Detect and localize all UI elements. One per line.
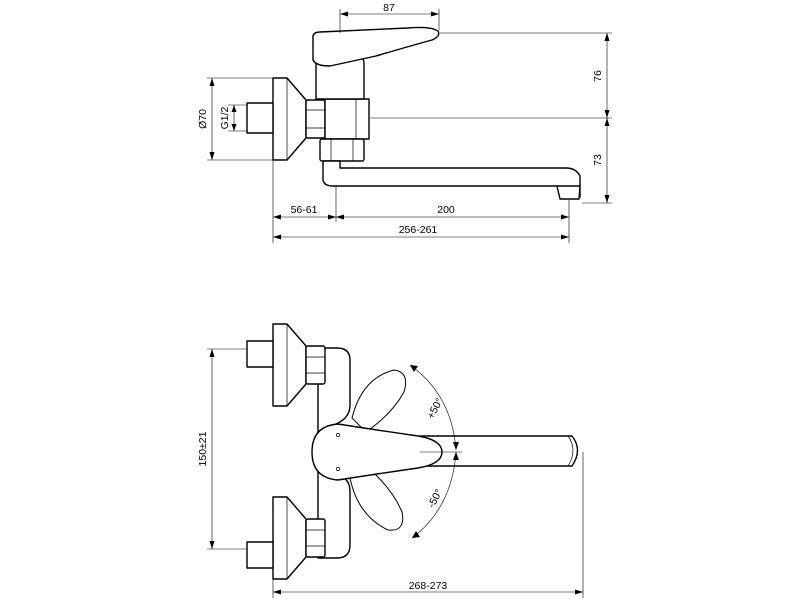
dim-87-label: 87 — [383, 2, 395, 14]
dim-56-61-label: 56-61 — [291, 204, 318, 216]
dim-150-label: 150±21 — [197, 431, 209, 466]
side-swivel-nut — [319, 138, 365, 162]
side-view-dimensions: 87 76 73 Ø70 G1/2 — [197, 2, 612, 243]
dim-76-label: 76 — [592, 70, 604, 82]
side-hex-nut — [305, 99, 326, 139]
side-spout-aerator — [556, 185, 581, 200]
dim-angle-plus-label: +50° — [425, 396, 446, 421]
dim-diameter-70-label: Ø70 — [197, 109, 209, 129]
side-lever-handle — [312, 26, 440, 67]
dim-angle-minus-label: -50° — [426, 487, 446, 510]
plan-spout — [419, 435, 579, 467]
plan-lower-hex-nut — [305, 518, 326, 558]
dim-73-label: 73 — [592, 154, 604, 166]
plan-upper-connector — [246, 340, 274, 368]
plan-lower-rosette — [272, 496, 307, 580]
plan-upper-hex-nut — [305, 345, 326, 385]
dim-256-261-label: 256-261 — [399, 224, 438, 236]
plan-ghost-lever-minus — [349, 465, 404, 531]
side-inlet-connector — [246, 102, 274, 134]
side-view — [246, 26, 581, 200]
side-spout — [322, 160, 581, 198]
plan-ghost-lever-plus — [351, 369, 407, 433]
dim-thread-label: G1/2 — [219, 106, 231, 129]
dim-200-label: 200 — [437, 204, 455, 216]
dim-268-273-label: 268-273 — [409, 580, 448, 592]
plan-view — [246, 323, 579, 580]
side-mixer-body — [324, 98, 370, 140]
plan-lower-connector — [246, 541, 274, 569]
side-wall-rosette — [272, 77, 307, 161]
plan-upper-rosette — [272, 323, 307, 407]
